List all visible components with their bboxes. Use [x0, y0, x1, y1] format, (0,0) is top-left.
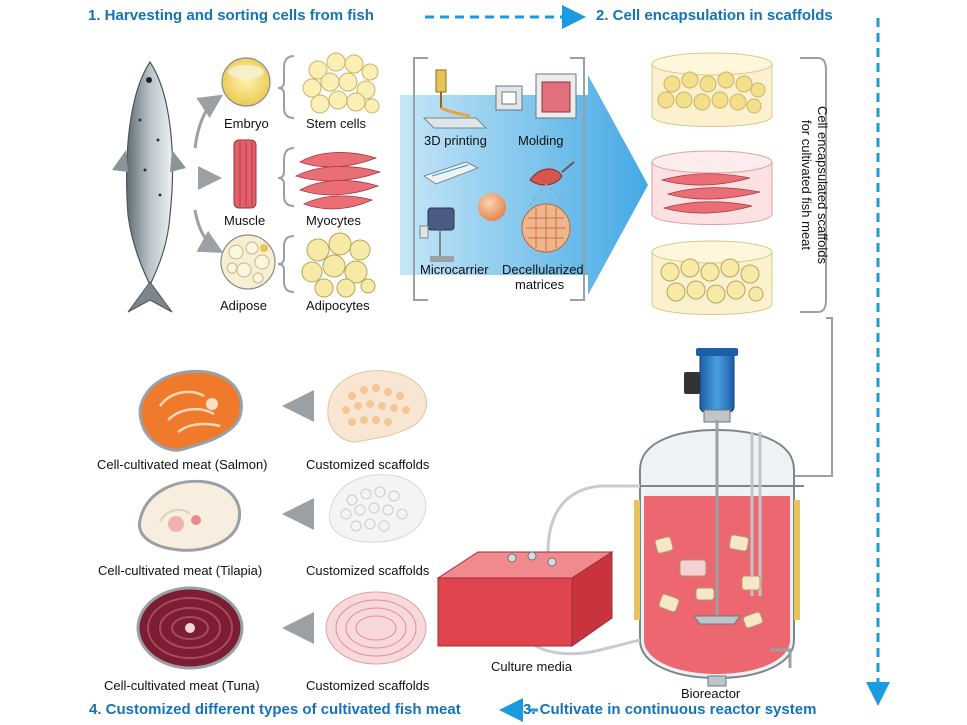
myocytes-label: Myocytes: [306, 213, 361, 228]
fish-illustration: [112, 60, 186, 313]
culture-media-label: Culture media: [491, 659, 572, 674]
salmon-meat-label: Cell-cultivated meat (Salmon): [97, 457, 268, 472]
adipocytes-icon: [301, 232, 376, 298]
customized-scaffold-salmon-icon: [327, 370, 427, 443]
decellularized-label: Decellularized: [502, 262, 584, 277]
tilapia-steak-icon: [138, 479, 241, 552]
stem-cells-label: Stem cells: [306, 116, 366, 131]
customized-scaffold-tuna-icon: [325, 591, 427, 665]
matrices-label: matrices: [515, 277, 565, 292]
cell-braces: [277, 55, 295, 293]
methods-panel: [400, 57, 648, 301]
adipose-label: Adipose: [220, 298, 267, 313]
myocytes-icon: [294, 152, 382, 210]
3d-printer-icon: [422, 69, 488, 129]
bioreactor-label: Bioreactor: [681, 686, 741, 701]
scaffold-adipocytes-icon: [651, 240, 773, 315]
tuna-meat-label: Cell-cultivated meat (Tuna): [104, 678, 260, 693]
muscle-label: Muscle: [224, 213, 266, 228]
microcarrier-device-icon: [419, 161, 480, 262]
decellularized-matrix-icon: [521, 161, 575, 253]
embryo-icon: [221, 57, 271, 107]
microcarrier-label: Microcarrier: [420, 262, 489, 277]
tilapia-scaffold-label: Customized scaffolds: [306, 563, 430, 578]
muscle-icon: [233, 139, 257, 209]
microcarrier-sphere-icon: [478, 193, 506, 221]
salmon-steak-icon: [138, 369, 243, 452]
customized-scaffold-tilapia-icon: [328, 474, 427, 543]
embryo-label: Embryo: [224, 116, 269, 131]
molding-label: Molding: [518, 133, 564, 148]
molding-icon: [495, 73, 577, 119]
encapsulated-line-2: for cultivated fish meat: [799, 119, 814, 251]
salmon-scaffold-label: Customized scaffolds: [306, 457, 430, 472]
adipose-icon: [220, 234, 276, 290]
adipocytes-label: Adipocytes: [306, 298, 370, 313]
step-1-title: 1. Harvesting and sorting cells from fis…: [88, 7, 374, 24]
bioreactor-illustration: [630, 348, 804, 687]
3d-printing-label: 3D printing: [424, 133, 487, 148]
tuna-scaffold-label: Customized scaffolds: [306, 678, 430, 693]
tilapia-meat-label: Cell-cultivated meat (Tilapia): [98, 563, 263, 578]
step-3-title: 3. Cultivate in continuous reactor syste…: [523, 701, 817, 718]
scaffold-to-meat-arrows: [282, 390, 314, 644]
stem-cells-icon: [302, 52, 380, 114]
source-arrows: [193, 94, 224, 253]
culture-media-bag: [436, 551, 614, 647]
step-2-title: 2. Cell encapsulation in scaffolds: [596, 7, 833, 24]
scaffold-myocytes-icon: [651, 150, 773, 225]
flow-arrows: [425, 5, 890, 722]
encapsulated-scaffolds: [651, 52, 833, 524]
encapsulated-scaffolds-label: Cell encapsulated scaffolds for cultivat…: [796, 90, 830, 280]
encapsulated-line-1: Cell encapsulated scaffolds: [815, 105, 830, 265]
scaffold-stem-cells-icon: [651, 52, 773, 127]
tuna-steak-icon: [136, 586, 244, 670]
step-4-title: 4. Customized different types of cultiva…: [89, 701, 461, 718]
